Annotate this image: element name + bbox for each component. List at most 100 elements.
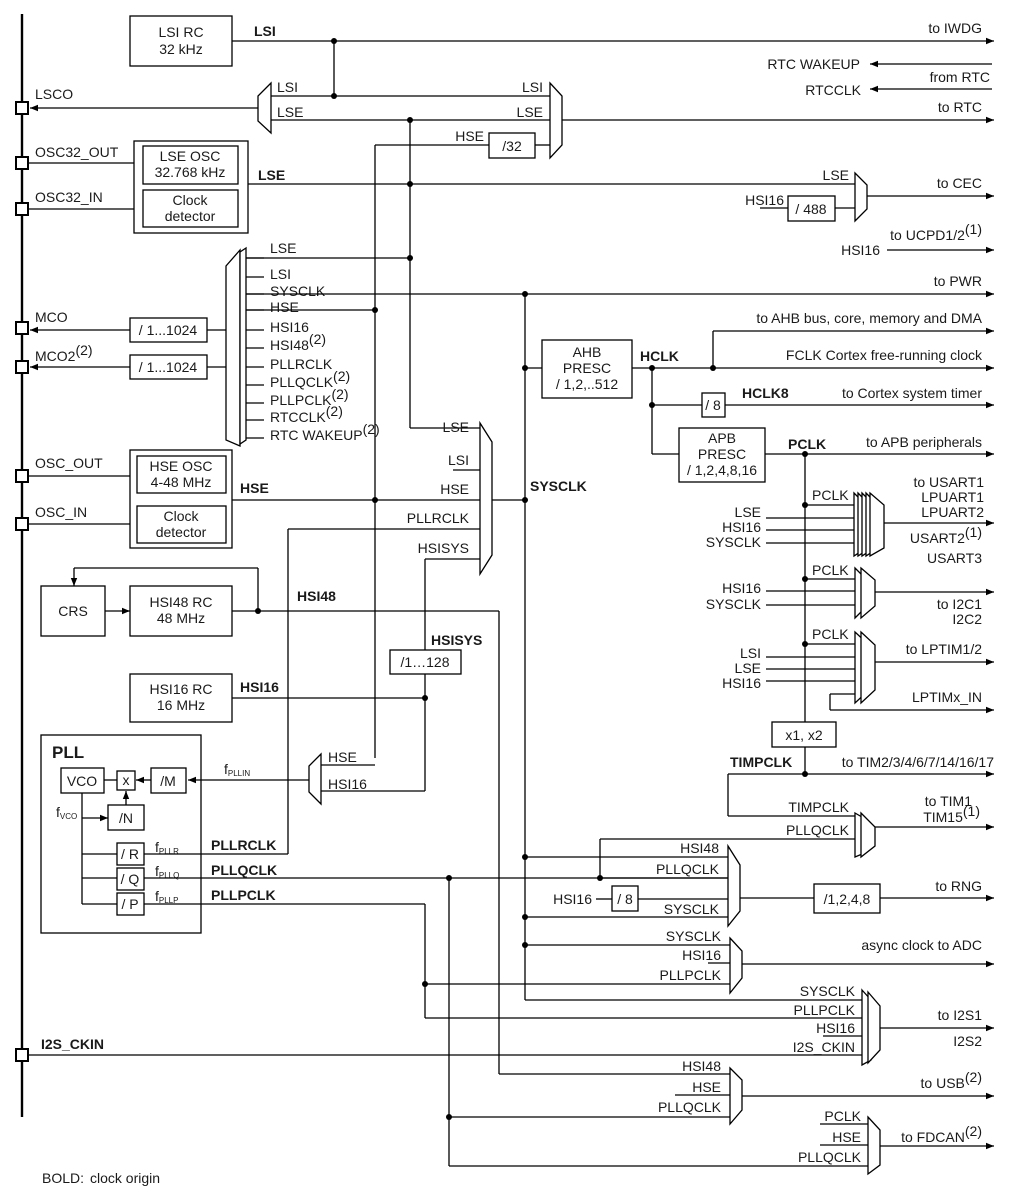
lse-osc-line1: LSE OSC [160,148,221,164]
pll-title: PLL [52,743,84,762]
lptim-mux-in-lse: LSE [735,660,761,676]
output-apb: to APB peripherals [866,434,982,450]
usb-mux-in-pllqclk: PLLQCLK [658,1099,722,1115]
adc-mux [729,936,743,995]
adc-mux-in-pllpclk: PLLPCLK [660,967,722,983]
fdcan-mux-in-pllqclk: PLLQCLK [798,1149,862,1165]
output-adc: async clock to ADC [861,937,982,953]
sysclk-mux-input-lsi: LSI [448,452,469,468]
lsi-rc-block: LSI RC 32 kHz [129,15,233,67]
hsi16-origin-label: HSI16 [240,679,279,695]
mco-mux-input-label: RTCCLK(2) [270,403,343,425]
output-lpuart2: LPUART2 [921,504,984,520]
i2c-mux-in-sysclk: SYSCLK [706,596,762,612]
timpclk-origin-label: TIMPCLK [730,754,792,770]
usart-mux [853,491,885,558]
mco-mux-input-label: PLLPCLK(2) [270,386,349,408]
rtc-wakeup-label: RTC WAKEUP [767,56,860,72]
mco-mux [225,248,241,447]
rtc-mux-in-lse: LSE [517,104,543,120]
output-iwdg: to IWDG [928,20,982,36]
pin-osc32-out [15,156,29,170]
pll-fpllin-label: fPLLIN [224,761,250,778]
i2c-mux [854,566,876,620]
ahb-prescaler-block: AHB PRESC / 1,2,..512 [541,339,633,399]
usart-mux-in-lse: LSE [735,504,761,520]
hse-origin-label: HSE [240,480,269,496]
fdcan-mux [867,1115,881,1176]
mco-mux-input-label: PLLRCLK [270,356,333,372]
output-usart3: USART3 [927,550,982,566]
rng-mux-in-hsi48: HSI48 [680,840,719,856]
lse-origin-label: LSE [258,167,285,183]
output-rng: to RNG [935,878,982,894]
tim-multiplier-box [771,721,837,748]
lptim-mux-in-lsi: LSI [740,645,761,661]
lsi-rc-line1: LSI RC [158,24,203,40]
output-i2c2: I2C2 [952,611,982,627]
output-fdcan: to FDCAN(2) [901,1123,982,1145]
output-i2s2: I2S2 [953,1033,982,1049]
mco-mux-input-label: SYSCLK [270,283,326,299]
pll-div-q-label: / Q [121,871,140,887]
hsi16-div488-label: / 488 [795,201,826,217]
i2s-mux-in-hsi16: HSI16 [816,1020,855,1036]
pll-source-mux [308,752,322,806]
sysclk-mux-input-pllrclk: PLLRCLK [407,510,470,526]
lsi-origin-label: LSI [254,23,276,39]
rng-hsi16-div8-label: / 8 [617,891,633,907]
output-ahb: to AHB bus, core, memory and DMA [756,310,982,326]
lse-osc-block: LSE OSC 32.768 kHz Clock detector [133,140,249,234]
pin-osc-out [15,469,29,483]
rng-mux [727,843,741,928]
pin-osc-out-label: OSC_OUT [35,455,103,471]
output-usb: to USB(2) [921,1069,982,1091]
output-rtc: to RTC [938,99,982,115]
mco-mux-input-label: LSE [270,240,296,256]
hsi48-origin-label: HSI48 [297,588,336,604]
pin-lsco [15,101,29,115]
i2s-mux-in-pllpclk: PLLPCLK [794,1002,856,1018]
ahb-line3: / 1,2,..512 [556,376,618,392]
hsi16-line1: HSI16 RC [149,681,212,697]
rtc-mux-in-hse: HSE [455,128,484,144]
cec-mux-in-lse: LSE [823,167,849,183]
pll-mult-label: x [123,772,130,788]
rng-divider-box [813,883,881,914]
apb-line2: PRESC [698,446,746,462]
pin-osc32-in-label: OSC32_IN [35,189,103,205]
pll-block: PLL VCO x /M /N fVCO / R / Q / P fPLLR f… [40,734,202,934]
rtc-mux-in-lsi: LSI [522,79,543,95]
hsi48-line1: HSI48 RC [149,594,212,610]
usart-mux-in-sysclk: SYSCLK [706,534,762,550]
lsco-mux [257,81,272,135]
pin-lsco-label: LSCO [35,86,73,102]
legend: BOLD:clock origin [42,1170,160,1186]
pclk-origin-label: PCLK [788,436,826,452]
pllrclk-origin-label: PLLRCLK [211,837,276,853]
rtcclk-label: RTCCLK [805,82,861,98]
output-tim15: TIM15(1) [923,803,980,825]
usart-mux-in-pclk: PCLK [812,487,849,503]
sysclk-mux-input-lse: LSE [443,419,469,435]
output-systick: to Cortex system timer [842,385,982,401]
pin-osc32-out-label: OSC32_OUT [35,144,119,160]
output-i2s1: to I2S1 [938,1007,983,1023]
pll-vco-label: VCO [67,773,97,789]
output-lpuart1: LPUART1 [921,489,984,505]
mco-mux-input-label: HSI48(2) [270,331,326,353]
pin-osc32-in [15,202,29,216]
hsisys-origin-label: HSISYS [431,632,482,648]
hsi48-rc-block: HSI48 RC 48 MHz [129,585,233,637]
output-usart1: to USART1 [913,474,984,490]
lptim-mux-in-hsi16: HSI16 [722,675,761,691]
apb-line1: APB [708,430,736,446]
hse-detector-line1: Clock [163,508,199,524]
lse-detector-line1: Clock [172,192,208,208]
hclk8-origin-label: HCLK8 [742,385,789,401]
pll-mux-in-hsi16: HSI16 [328,776,367,792]
pll-div-n-label: /N [119,810,133,826]
output-tim1: to TIM1 [925,793,972,809]
pll-fvco-label: fVCO [56,804,77,821]
